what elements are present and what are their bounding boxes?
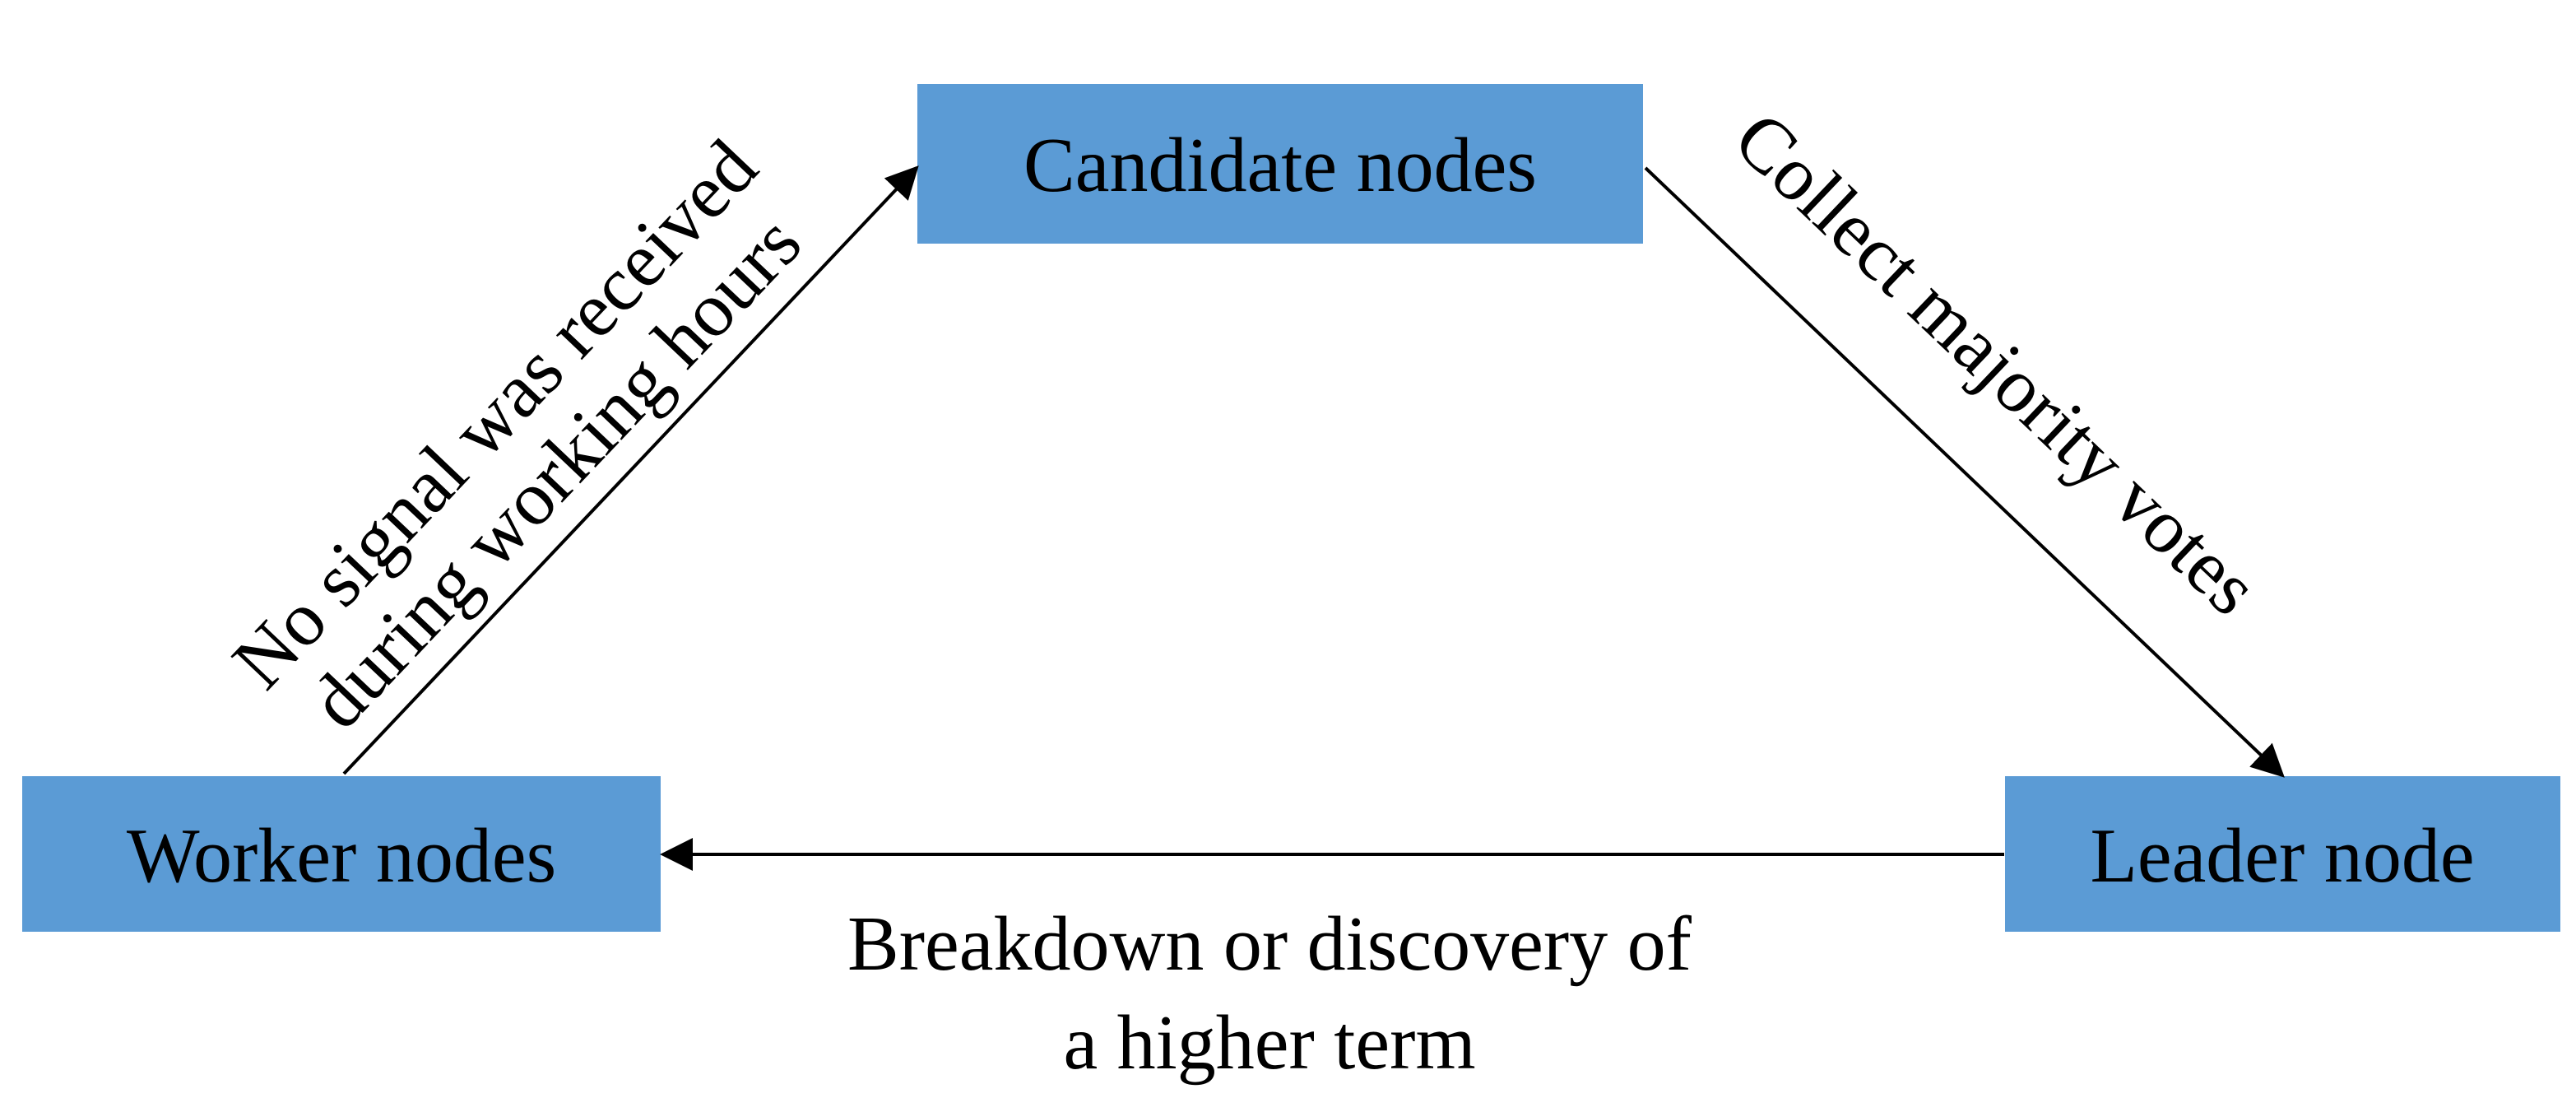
leader-node-box (2005, 776, 2560, 932)
leader-node: Leader node (2005, 776, 2560, 932)
candidate-node-label: Candidate nodes (1023, 123, 1537, 208)
worker-to-candidate-label: No signal was received during working ho… (216, 124, 818, 745)
leader-node-label: Leader node (2090, 813, 2474, 899)
worker-to-candidate-label-line2: during working hours (294, 199, 817, 744)
worker-node-box (22, 776, 661, 932)
worker-to-candidate-arrow (342, 165, 919, 775)
candidate-to-leader-label: Collect majority votes (1718, 95, 2275, 631)
candidate-node: Candidate nodes (917, 84, 1643, 244)
candidate-to-leader-label-line1: Collect majority votes (1718, 95, 2275, 631)
leader-to-worker-label-line1: Breakdown or discovery of (847, 901, 1692, 987)
worker-node-label: Worker nodes (127, 813, 556, 899)
leader-to-worker-label-line2: a higher term (1063, 1000, 1475, 1086)
worker-to-candidate-label-line1: No signal was received (216, 124, 773, 705)
candidate-to-leader-arrow (1644, 166, 2285, 778)
leader-to-worker-label: Breakdown or discovery of a higher term (847, 901, 1692, 1086)
worker-node: Worker nodes (22, 776, 661, 932)
candidate-node-box (917, 84, 1643, 244)
